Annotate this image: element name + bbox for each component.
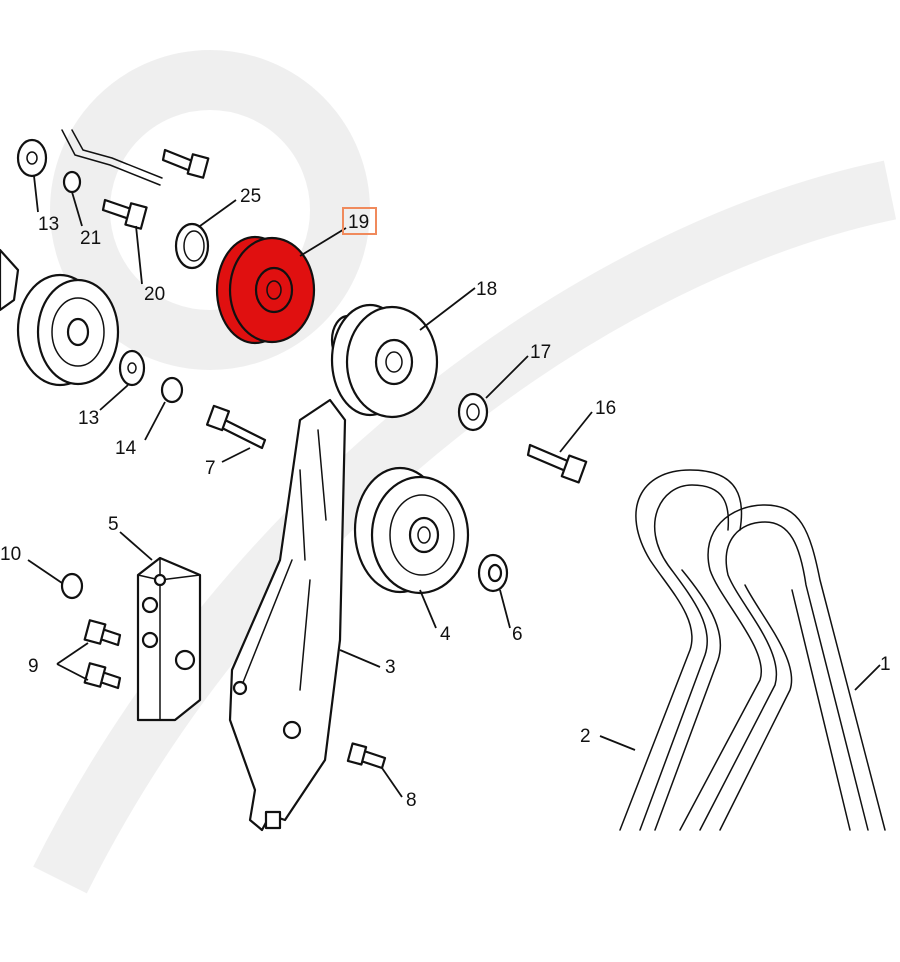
part-labels: 13 21 20 25 19 18 17 16 13 14 7 10 5 9 3…: [0, 186, 891, 811]
belt-2: [679, 504, 886, 831]
hardware: [16, 129, 588, 770]
belt-1: [619, 469, 743, 831]
label-19: 19: [348, 212, 369, 233]
label-13-mid: 13: [78, 408, 99, 429]
label-3: 3: [385, 657, 396, 678]
label-17: 17: [530, 342, 551, 363]
label-1: 1: [880, 654, 891, 675]
label-2: 2: [580, 726, 591, 747]
label-8: 8: [406, 790, 417, 811]
label-13-top: 13: [38, 214, 59, 235]
label-16: 16: [595, 398, 616, 419]
idler-pulley-18: [330, 303, 439, 419]
label-14: 14: [115, 438, 137, 459]
label-6: 6: [512, 624, 523, 645]
label-25: 25: [240, 186, 261, 207]
label-7: 7: [205, 458, 216, 479]
flat-idler-pulley-19[interactable]: [215, 235, 316, 345]
label-9: 9: [28, 656, 39, 677]
leader-lines: [27, 175, 881, 798]
label-19-highlight-box: [342, 207, 377, 235]
idler-bracket-3: [228, 398, 347, 832]
mounting-plate-5: [136, 556, 202, 722]
label-5: 5: [108, 514, 119, 535]
idler-pulley-left: [0, 248, 120, 387]
label-21: 21: [80, 228, 101, 249]
label-18: 18: [476, 279, 497, 300]
label-4: 4: [440, 624, 451, 645]
label-10: 10: [0, 544, 21, 565]
watermark: [33, 50, 897, 894]
idler-pulley-4: [353, 466, 470, 595]
label-20: 20: [144, 284, 165, 305]
